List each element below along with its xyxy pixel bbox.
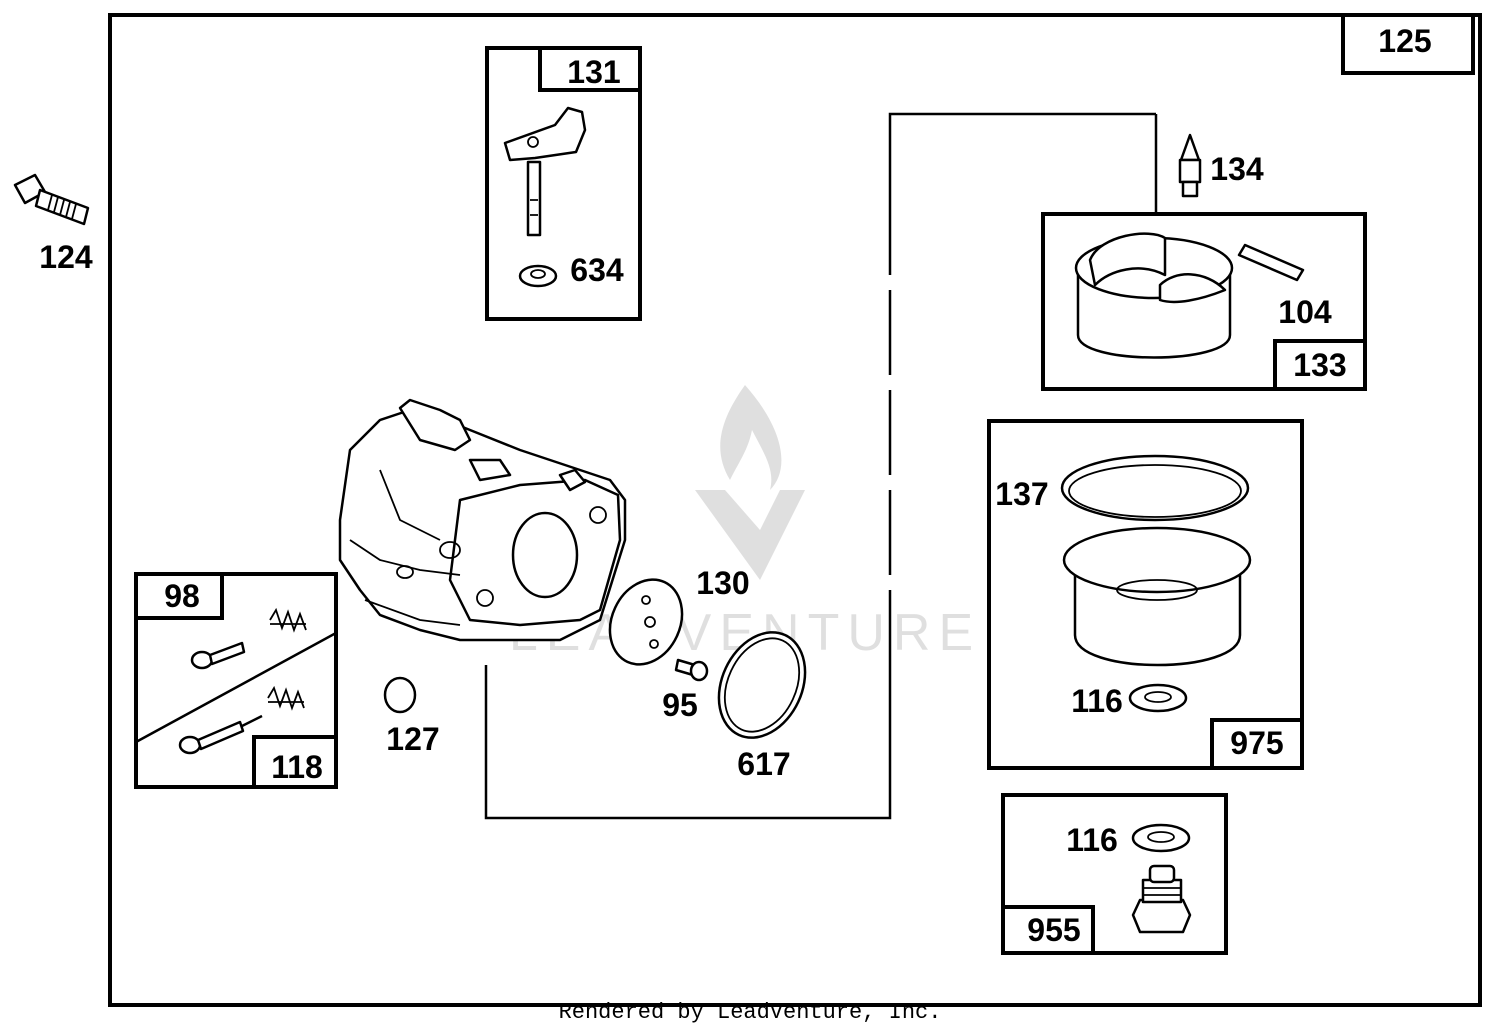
bowl-nut-kit-box: [1001, 793, 1228, 955]
bowl-oring-icon: [1060, 454, 1250, 522]
label-118: 118: [271, 749, 323, 785]
label-124: 124: [39, 239, 93, 275]
label-116-nut: 116: [1066, 822, 1118, 858]
gasket-icon: [717, 631, 807, 739]
screw-kit-label-box: [134, 572, 224, 620]
bowl-kit-box: [987, 419, 1304, 770]
label-98: 98: [164, 578, 200, 614]
bracket-line: [484, 112, 1156, 820]
lever-kit-label-box: [538, 46, 642, 92]
float-icon: [1074, 232, 1234, 359]
label-617: 617: [737, 746, 790, 782]
throttle-lever-icon: [503, 106, 587, 237]
lever-seal-icon: [518, 264, 558, 288]
bolt-124-icon: [13, 173, 90, 226]
float-box: [1041, 212, 1367, 391]
label-955: 955: [1027, 912, 1080, 948]
float-bowl-icon: [1062, 526, 1252, 667]
bowl-nut-icon: [1131, 864, 1192, 934]
footer-credit: Rendered by LeadVenture, Inc.: [558, 1000, 942, 1025]
label-125: 125: [1378, 23, 1431, 59]
idle-screw-icon: [190, 641, 246, 670]
mixture-spring-icon: [267, 685, 305, 711]
idle-spring-icon: [269, 607, 307, 633]
float-pin-icon: [1237, 243, 1305, 282]
diagram-frame: [108, 13, 1482, 1007]
bowl-kit-label-box: [1210, 718, 1304, 770]
label-127: 127: [386, 721, 439, 757]
label-634: 634: [570, 252, 624, 288]
float-needle-icon: [1178, 133, 1202, 198]
label-130: 130: [696, 565, 749, 601]
bowl-nut-kit-label-box: [1001, 905, 1095, 955]
label-134: 134: [1210, 151, 1264, 187]
label-133: 133: [1293, 347, 1346, 383]
screw-kit-box: [134, 572, 338, 789]
float-label-box: [1273, 339, 1367, 391]
diaphragm-icon: [608, 578, 684, 666]
mixture-screw-icon: [178, 714, 263, 755]
nut-washer-icon: [1131, 823, 1191, 853]
label-104: 104: [1278, 294, 1332, 330]
carburetor-body-icon: [338, 398, 627, 642]
label-137: 137: [995, 476, 1048, 512]
label-131: 131: [567, 54, 620, 90]
jet-icon: [674, 658, 709, 682]
screw-kit-alt-label-box: [252, 735, 338, 789]
assembly-label-box: [1341, 13, 1475, 75]
label-95: 95: [662, 687, 698, 723]
welch-plug-icon: [383, 676, 417, 714]
screw-kit-divider: [135, 631, 337, 744]
label-975: 975: [1230, 725, 1283, 761]
bowl-washer-icon: [1128, 683, 1188, 713]
label-116-bowl: 116: [1071, 683, 1123, 719]
